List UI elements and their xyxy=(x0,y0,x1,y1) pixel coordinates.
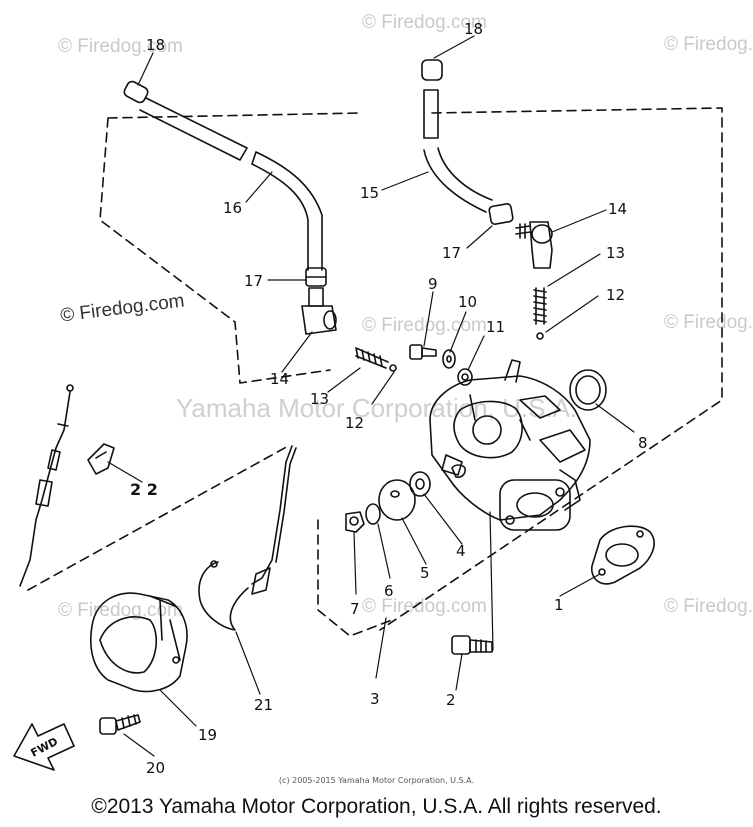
callout-14-right: 14 xyxy=(608,200,627,218)
callout-19: 19 xyxy=(198,726,217,744)
part-14-left-elbow xyxy=(301,287,337,335)
part-21-cable xyxy=(198,445,297,631)
copyright-symbol: © xyxy=(664,596,678,617)
watermark-bottom-left: © Firedog.com xyxy=(58,600,183,622)
leader-lines xyxy=(107,35,635,757)
callout-4: 4 xyxy=(456,542,466,560)
callout-8: 8 xyxy=(638,434,648,452)
callout-13-right: 13 xyxy=(606,244,625,262)
callout-17-left: 17 xyxy=(244,272,263,290)
part-10-washer xyxy=(442,349,456,369)
part-11-washer xyxy=(457,368,473,386)
fwd-label: FWD xyxy=(29,735,61,760)
part-13-left-spring xyxy=(355,347,389,369)
callout-12-left: 12 xyxy=(345,414,364,432)
watermark-text: Firedog.com xyxy=(381,12,487,33)
callout-11: 11 xyxy=(486,318,505,336)
callout-21: 21 xyxy=(254,696,273,714)
watermark-bottom-right: © Firedog.com xyxy=(664,596,753,618)
callout-22: 2 2 xyxy=(130,480,158,499)
footer-copyright: ©2013 Yamaha Motor Corporation, U.S.A. A… xyxy=(91,795,662,818)
part-20-bolt xyxy=(99,714,141,735)
part-9-bolt xyxy=(409,344,437,360)
watermark-text: Firedog.com xyxy=(77,36,183,57)
watermark-top-right: © Firedog.com xyxy=(664,34,753,56)
watermark-mid-right: © Firedog.com xyxy=(664,312,753,334)
callout-1: 1 xyxy=(554,596,564,614)
part-7-nut xyxy=(345,511,365,533)
callout-12-right: 12 xyxy=(606,286,625,304)
part-15-hose xyxy=(423,89,493,213)
copyright-symbol: © xyxy=(664,312,678,333)
assembly-boundary xyxy=(99,107,723,631)
copyright-symbol: © xyxy=(362,315,376,336)
callout-14-left: 14 xyxy=(270,370,289,388)
part-13-right-spring xyxy=(533,287,547,325)
part-17-left-clamp xyxy=(305,267,327,287)
watermark-text: Firedog.com xyxy=(683,312,753,333)
part-12-right-ball xyxy=(536,332,544,340)
fwd-arrow-icon xyxy=(13,723,75,771)
leader-left-cable xyxy=(27,444,291,591)
callout-3: 3 xyxy=(370,690,380,708)
watermark-mid-center: © Firedog.com xyxy=(362,315,487,337)
part-16-hose xyxy=(139,97,323,271)
callout-15: 15 xyxy=(360,184,379,202)
left-throttle-cable xyxy=(19,384,74,587)
callout-18-left: 18 xyxy=(146,36,165,54)
part-12-left-ball xyxy=(389,364,397,372)
part-18-right-cap xyxy=(421,59,443,81)
callout-7: 7 xyxy=(350,600,360,618)
part-1-gasket xyxy=(590,525,655,585)
main-pump-body xyxy=(429,359,591,531)
callout-6: 6 xyxy=(384,582,394,600)
small-copyright: (c) 2005-2015 Yamaha Motor Corporation, … xyxy=(278,776,475,785)
assembly-boundary-lower xyxy=(317,519,393,637)
part-8-oil-seal xyxy=(569,369,607,411)
callout-20: 20 xyxy=(146,759,165,777)
watermark-top-left: © Firedog.com xyxy=(58,36,183,58)
watermark-text: Firedog.com xyxy=(683,34,753,55)
copyright-symbol: © xyxy=(362,596,376,617)
part-14-right-elbow xyxy=(515,221,553,269)
copyright-symbol: © xyxy=(362,12,376,33)
callout-13-left: 13 xyxy=(310,390,329,408)
watermark-text: Firedog.com xyxy=(683,596,753,617)
copyright-symbol: © xyxy=(664,34,678,55)
callout-18-right: 18 xyxy=(464,20,483,38)
copyright-symbol: © xyxy=(58,36,72,57)
callout-17-right: 17 xyxy=(442,244,461,262)
part-17-right-clamp xyxy=(488,203,514,225)
part-4-washer xyxy=(409,471,431,497)
callout-9: 9 xyxy=(428,275,438,293)
watermark-text: Firedog.com xyxy=(381,315,487,336)
part-19-cover xyxy=(90,592,188,693)
part-22-clip xyxy=(87,443,115,475)
callout-2: 2 xyxy=(446,691,456,709)
callout-16: 16 xyxy=(223,199,242,217)
part-2-screw xyxy=(451,635,493,655)
callout-10: 10 xyxy=(458,293,477,311)
watermark-text: Firedog.com xyxy=(77,600,183,621)
watermark-top-center: © Firedog.com xyxy=(362,12,487,34)
part-6-washer xyxy=(365,503,381,525)
part-18-left-cap xyxy=(123,80,149,104)
copyright-symbol: © xyxy=(58,600,72,621)
callout-5: 5 xyxy=(420,564,430,582)
part-5-plate xyxy=(378,479,416,521)
